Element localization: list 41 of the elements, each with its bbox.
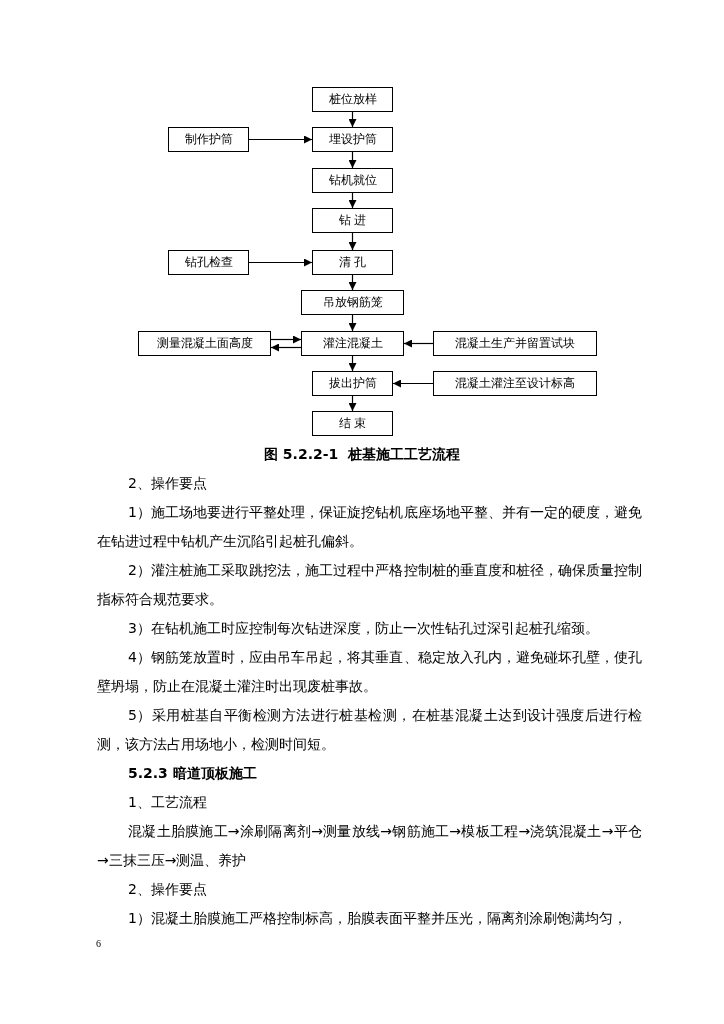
process-box: 拔出护筒 <box>312 371 393 396</box>
arrow <box>270 343 302 352</box>
process-box: 制作护筒 <box>168 127 249 152</box>
process-box: 测量混凝土面高度 <box>138 331 271 356</box>
paragraph: 1、工艺流程 <box>127 793 208 812</box>
paragraph: 1）混凝土胎膜施工严格控制标高，胎膜表面平整并压光，隔离剂涂刷饱满均匀， <box>127 909 628 928</box>
arrow <box>248 258 313 267</box>
arrow <box>348 151 357 169</box>
process-box: 钻 进 <box>312 208 393 233</box>
process-box: 钻机就位 <box>312 168 393 193</box>
page-number: 6 <box>96 938 101 949</box>
paragraph: 1）施工场地要进行平整处理，保证旋挖钻机底座场地平整、并有一定的硬度，避免在钻进过程中钻机产生沉陷引起桩孔偏斜。 <box>97 503 642 551</box>
process-box: 埋设护筒 <box>312 127 393 152</box>
process-box: 结 束 <box>312 411 393 436</box>
process-box: 钻孔检查 <box>168 250 249 275</box>
paragraph: 2、操作要点 <box>127 880 208 899</box>
arrow <box>248 135 313 144</box>
process-box: 清 孔 <box>312 250 393 275</box>
paragraph: 5）采用桩基自平衡检测方法进行桩基检测，在桩基混凝土达到设计强度后进行检测，该方法占用场地小，检测时间短。 <box>97 706 642 754</box>
arrow <box>348 192 357 209</box>
figure-caption: 图 5.2.2-1 桩基施工工艺流程 <box>262 446 461 464</box>
paragraph: 混凝土胎膜施工→涂刷隔离剂→测量放线→钢筋施工→模板工程→浇筑混凝土→平仓→三抹三压→测温、养护 <box>97 822 642 870</box>
process-box: 混凝土生产并留置试块 <box>433 331 597 356</box>
arrow <box>403 339 434 348</box>
arrow <box>348 232 357 251</box>
paragraph: 3）在钻机施工时应控制每次钻进深度，防止一次性钻孔过深引起桩孔缩颈。 <box>127 619 600 638</box>
process-box: 吊放钢筋笼 <box>301 290 404 315</box>
arrow <box>348 395 357 412</box>
paragraph: 2）灌注桩施工采取跳挖法，施工过程中严格控制桩的垂直度和桩径，确保质量控制指标符合规范要求。 <box>97 561 642 609</box>
arrow <box>348 111 357 128</box>
arrow <box>348 274 357 291</box>
arrow <box>348 355 357 372</box>
arrow <box>392 379 434 388</box>
process-box: 混凝土灌注至设计标高 <box>433 371 597 396</box>
paragraph: 4）钢筋笼放置时，应由吊车吊起，将其垂直、稳定放入孔内，避免碰坏孔壁，使孔壁坍塌，防止在混凝土灌注时出现废桩事故。 <box>97 648 642 696</box>
section-heading: 5.2.3 暗道顶板施工 <box>127 764 258 783</box>
process-box: 桩位放样 <box>312 87 393 112</box>
paragraph: 2、操作要点 <box>127 474 208 493</box>
process-box: 灌注混凝土 <box>301 331 404 356</box>
arrow <box>270 335 302 344</box>
arrow <box>348 314 357 332</box>
